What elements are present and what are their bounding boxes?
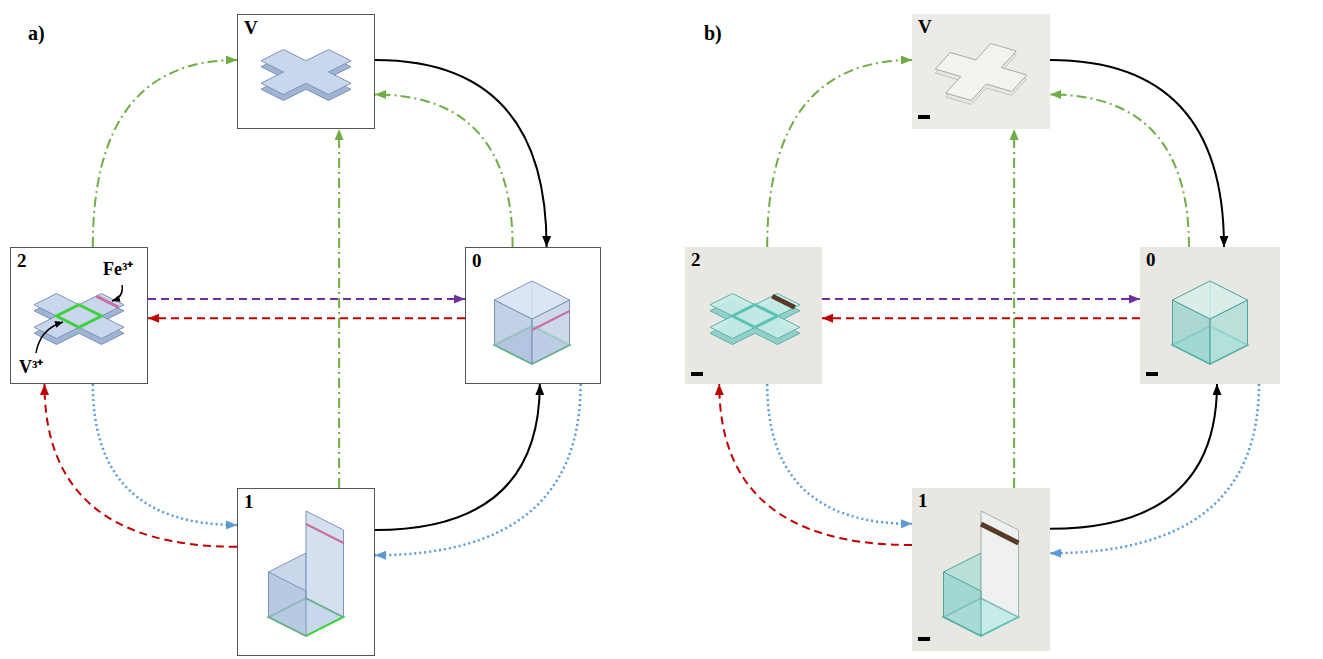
text-slot: V³⁺ (19, 358, 43, 378)
cross-face (12, 282, 147, 350)
state-box: V (237, 14, 375, 129)
transition-arrow (375, 384, 581, 555)
scale-bar (918, 637, 930, 641)
leader-arrow (112, 285, 122, 301)
state-number: 0 (472, 250, 482, 271)
transition-arrow (375, 384, 540, 530)
box-wall (944, 572, 982, 636)
text-slot: 2 (17, 251, 27, 272)
transition-arrow (1050, 95, 1189, 248)
photo-ground (912, 14, 1050, 129)
state-number: 2 (17, 250, 27, 271)
state-number: 1 (244, 491, 254, 512)
lock-pattern (532, 311, 570, 330)
ion-label: Fe³⁺ (103, 259, 133, 279)
transition-arrow (1050, 60, 1224, 247)
leader-arrow (36, 322, 63, 353)
transition-arrow (822, 298, 1140, 300)
photo-ground (1140, 247, 1280, 384)
open-box (269, 511, 344, 636)
panel-label: a) (28, 22, 45, 44)
text-slot: 1 (918, 491, 928, 512)
patterned-cross (12, 282, 147, 356)
photo-panel: 2 (685, 247, 822, 384)
photo-cube (1173, 281, 1248, 364)
photo-panel: 1 (912, 488, 1050, 651)
box-flap (306, 511, 344, 617)
cross-face (239, 38, 374, 106)
transition-arrow (148, 317, 465, 319)
transition-arrow (767, 384, 912, 524)
photo-panel: 0 (1140, 247, 1280, 384)
text-slot: 2 (691, 250, 701, 271)
text-slot: 0 (1146, 250, 1156, 271)
transition-arrow (1050, 384, 1259, 553)
text-slot: 1 (244, 492, 254, 513)
transition-arrow (767, 60, 912, 247)
cross-face (920, 36, 1042, 108)
transition-arrow (719, 384, 912, 545)
state-box: 0 (465, 247, 601, 384)
text-slot: Fe³⁺ (103, 260, 133, 280)
box-wall (269, 572, 307, 636)
transition-arrow (1013, 129, 1015, 488)
closed-cube (495, 281, 570, 364)
transition-arrow (148, 298, 465, 300)
text-slot: V (918, 17, 932, 38)
transition-arrow (375, 95, 513, 248)
cube-lid (495, 281, 570, 319)
transition-arrow (822, 317, 1140, 319)
photo-ground (912, 488, 1050, 651)
state-number: V (918, 16, 932, 37)
lock-pattern (772, 296, 795, 307)
state-number: 0 (1146, 249, 1156, 270)
photo-ground (685, 247, 822, 384)
text-slot: V (244, 18, 258, 39)
hinge-pattern (57, 305, 102, 328)
lock-pattern (96, 296, 119, 307)
photo-box (944, 511, 1019, 636)
hinge-pattern (733, 305, 778, 328)
scale-bar (691, 372, 703, 376)
transition-arrow (1050, 384, 1217, 529)
transition-arrow (338, 129, 340, 488)
photo-cross (920, 36, 1042, 112)
panel-label: b) (704, 22, 722, 44)
box-flap (981, 511, 1019, 617)
transition-arrow (93, 384, 237, 525)
cross-face (688, 282, 823, 350)
text-slot: 0 (472, 251, 482, 272)
flat-cross (239, 38, 374, 112)
text-slot: b) (704, 22, 722, 44)
scale-bar (1146, 372, 1158, 376)
state-number: 2 (691, 249, 701, 270)
ion-label: V³⁺ (19, 357, 43, 377)
photo-cross (688, 282, 823, 356)
transition-arrow (45, 384, 238, 547)
state-box: 1 (237, 488, 375, 656)
transition-arrow (375, 60, 547, 247)
lock-pattern (306, 524, 344, 543)
lock-pattern (981, 524, 1019, 543)
text-slot: a) (28, 22, 45, 44)
state-box: 2 Fe³⁺ V³⁺ (10, 247, 148, 384)
cube-lid (1173, 281, 1248, 319)
state-number: 1 (918, 490, 928, 511)
transition-arrow (93, 60, 237, 247)
scale-bar (918, 115, 930, 119)
state-number: V (244, 17, 258, 38)
photo-panel: V (912, 14, 1050, 129)
